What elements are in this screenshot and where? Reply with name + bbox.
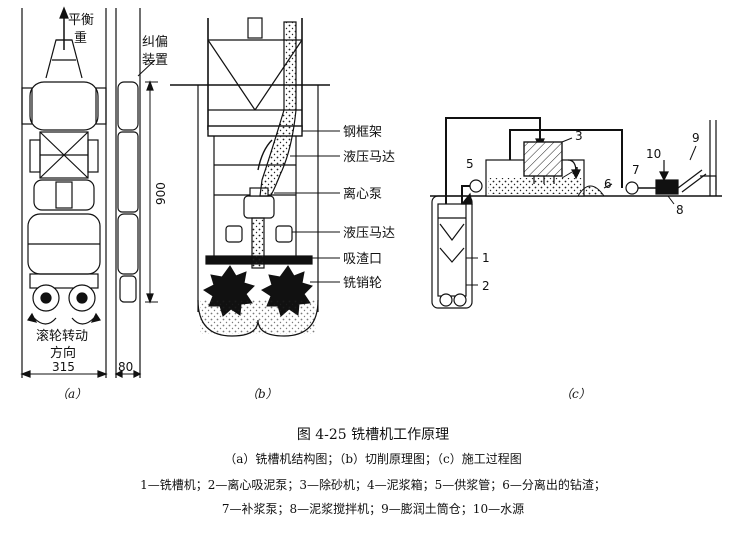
figure-title: 图 4-25 铣槽机工作原理 bbox=[296, 427, 450, 443]
label-hydraulic-motor-1: 液压马达 bbox=[343, 150, 395, 165]
label-roller-2: 方向 bbox=[50, 345, 76, 361]
label-cutter-wheel: 铣销轮 bbox=[343, 276, 382, 291]
label-steel-frame: 钢框架 bbox=[343, 125, 382, 140]
panel-a-label: （a） bbox=[56, 387, 87, 400]
dim-width: 315 bbox=[52, 360, 75, 374]
num-5: 5 bbox=[466, 157, 474, 171]
panel-c-process bbox=[430, 117, 722, 309]
num-9: 9 bbox=[692, 131, 700, 145]
num-1: 1 bbox=[482, 251, 490, 265]
label-counterweight-1: 平衡 bbox=[68, 13, 94, 28]
label-roller-1: 滚轮转动 bbox=[36, 328, 88, 344]
label-hydraulic-motor-2: 液压马达 bbox=[343, 226, 395, 241]
num-3: 3 bbox=[575, 129, 583, 143]
panel-c-label: （c） bbox=[560, 387, 591, 400]
soil-fill bbox=[200, 300, 316, 334]
label-deviation-1: 纠偏 bbox=[142, 35, 168, 50]
dim-height: 900 bbox=[154, 182, 168, 205]
panel-a-structure bbox=[20, 6, 158, 378]
num-6: 6 bbox=[604, 177, 612, 191]
figure-diagram: 平衡 重 纠偏 装置 滚轮转动 方向 315 80 900 （a） bbox=[20, 6, 722, 400]
suction-pipe bbox=[251, 217, 265, 269]
figure-legend-1: 1—铣槽机；2—离心吸泥泵；3—除砂机；4—泥浆箱；5—供浆管；6—分离出的钻渣… bbox=[140, 478, 606, 492]
figure-legend-2: 7—补浆泵；8—泥浆搅拌机；9—膨润土筒仓；10—水源 bbox=[221, 502, 525, 516]
spoil-pile bbox=[577, 185, 605, 197]
label-suction-port: 吸渣口 bbox=[343, 252, 382, 267]
panel-c-leaders bbox=[466, 137, 697, 286]
slurry-pipe bbox=[259, 21, 297, 197]
num-7: 7 bbox=[632, 163, 640, 177]
label-counterweight-2: 重 bbox=[74, 30, 87, 46]
panel-b-leaders bbox=[274, 130, 340, 283]
figure-subtitle: （a）铣槽机结构图；（b）切削原理图；（c）施工过程图 bbox=[224, 452, 522, 466]
label-centrifugal-pump: 离心泵 bbox=[343, 186, 382, 202]
num-2: 2 bbox=[482, 279, 490, 293]
panel-b-label: （b） bbox=[246, 387, 278, 400]
dim-side: 80 bbox=[118, 360, 133, 374]
num-10: 10 bbox=[646, 147, 661, 161]
num-4: 4 bbox=[572, 165, 580, 179]
num-8: 8 bbox=[676, 203, 684, 217]
label-deviation-2: 装置 bbox=[142, 53, 168, 68]
